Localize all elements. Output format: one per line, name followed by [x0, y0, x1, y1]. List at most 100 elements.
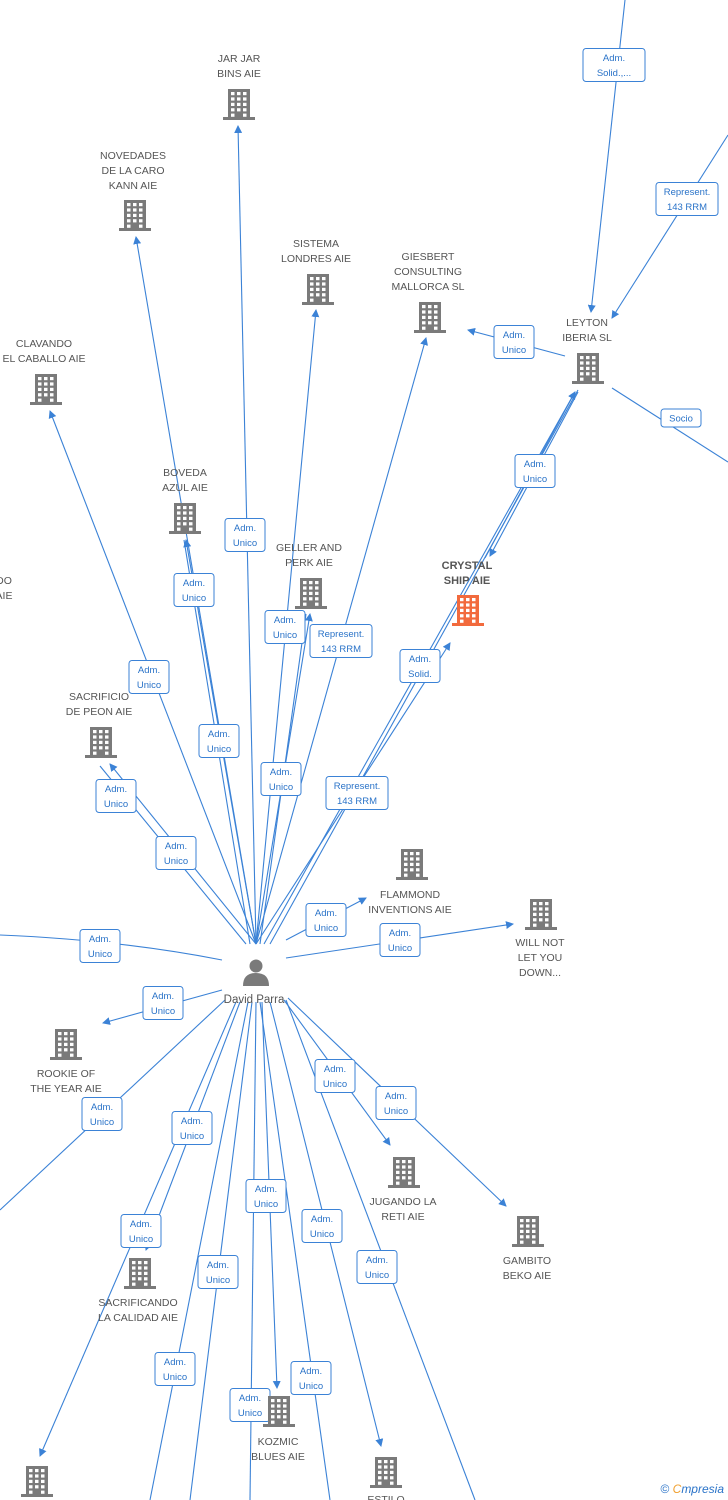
company-label-flammond[interactable]: INVENTIONS AIE	[368, 904, 451, 916]
company-label-jarjar[interactable]: JAR JAR	[218, 53, 261, 65]
giesbert-building-icon[interactable]	[414, 302, 446, 333]
company-label-boveda[interactable]: BOVEDA	[163, 467, 207, 479]
company-label-novedades[interactable]: DE LA CARO	[101, 165, 164, 177]
clavando-building-icon[interactable]	[30, 374, 62, 405]
flammond-building-icon[interactable]	[396, 849, 428, 880]
edge-label-e-low1[interactable]: Adm.Unico	[197, 1255, 239, 1289]
person-icon[interactable]	[243, 959, 269, 987]
company-label-jugando[interactable]: RETI AIE	[381, 1211, 424, 1223]
company-label-crystal[interactable]: SHIP AIE	[444, 575, 490, 587]
geller-building-icon[interactable]	[295, 578, 327, 609]
company-label-sacrificando[interactable]: LA CALIDAD AIE	[98, 1312, 178, 1324]
company-label-crystal[interactable]: CRYSTAL	[442, 560, 493, 572]
edge-label-e-clavando[interactable]: Adm.Unico	[128, 660, 170, 694]
company-label-gambito[interactable]: BEKO AIE	[503, 1270, 551, 1282]
company-label-sistema[interactable]: SISTEMA	[293, 238, 339, 250]
company-label-jugando[interactable]: JUGANDO LA	[369, 1196, 436, 1208]
company-label-sacrificio[interactable]: SACRIFICIO	[69, 691, 129, 703]
company-label-kozmic[interactable]: KOZMIC	[258, 1436, 299, 1448]
company-label-partial-do[interactable]: AIE	[0, 590, 12, 602]
company-label-giesbert[interactable]: MALLORCA SL	[392, 281, 465, 293]
company-label-clavando[interactable]: CLAVANDO	[16, 338, 72, 350]
edge-label-e-gambito[interactable]: Adm.Unico	[375, 1086, 417, 1120]
willnot-building-icon[interactable]	[525, 899, 557, 930]
edge-label-text: Unico	[502, 345, 526, 356]
company-label-geller[interactable]: GELLER AND	[276, 542, 342, 554]
company-label-sistema[interactable]: LONDRES AIE	[281, 253, 351, 265]
edge-label-e-kozmic2[interactable]: Adm.Unico	[301, 1209, 343, 1243]
edge-label-e-crystal-solid[interactable]: Adm.Solid.	[399, 649, 441, 683]
edge-label-e-jugando[interactable]: Adm.Unico	[314, 1059, 356, 1093]
jugando-building-icon[interactable]	[388, 1157, 420, 1188]
edge-label-e-estilo[interactable]: Adm.Unico	[356, 1250, 398, 1284]
company-label-clavando[interactable]: EL CABALLO AIE	[2, 353, 85, 365]
bottom-left-building-icon[interactable]	[21, 1466, 53, 1497]
company-label-leyton[interactable]: LEYTON	[566, 317, 608, 329]
company-label-leyton[interactable]: IBERIA SL	[562, 332, 612, 344]
company-label-partial-do[interactable]: DO	[0, 575, 12, 587]
person-name[interactable]: David Parra	[224, 994, 285, 1006]
rookie-building-icon[interactable]	[50, 1029, 82, 1060]
edge-label-e-sacrificio1[interactable]: Adm.Unico	[95, 779, 137, 813]
edge-label-e-rookie[interactable]: Adm.Unico	[142, 986, 184, 1020]
novedades-building-icon[interactable]	[119, 200, 151, 231]
crystal-building-icon[interactable]	[452, 595, 484, 626]
edge-label-e-crystal-leyton[interactable]: Adm.Unico	[514, 454, 556, 488]
company-label-flammond[interactable]: FLAMMOND	[380, 889, 441, 901]
company-label-willnot[interactable]: LET YOU	[518, 952, 563, 964]
edge-label-e-flammond[interactable]: Adm.Unico	[305, 903, 347, 937]
company-label-novedades[interactable]: NOVEDADES	[100, 150, 166, 162]
edge-label-e-crystal-rep[interactable]: Represent.143 RRM	[325, 776, 389, 810]
edge-label-e-kozmic1[interactable]: Adm.Unico	[245, 1179, 287, 1213]
company-label-rookie[interactable]: ROOKIE OF	[37, 1068, 95, 1080]
edge-label-box	[198, 724, 240, 758]
edge-label-e-leyton-socio[interactable]: Socio	[660, 408, 702, 428]
edge-label-e-novedades[interactable]: Adm.Unico	[173, 573, 215, 607]
edge-label-e-leyton-rep[interactable]: Represent.143 RRM	[655, 182, 719, 216]
edge-label-e-sacrificando1[interactable]: Adm.Unico	[171, 1111, 213, 1145]
edge-label-e-leyton-giesbert[interactable]: Adm.Unico	[493, 325, 535, 359]
edge-label-e-sacrificio2[interactable]: Adm.Unico	[155, 836, 197, 870]
company-label-kozmic[interactable]: BLUES AIE	[251, 1451, 305, 1463]
edge-label-e-rookie2[interactable]: Adm.Unico	[81, 1097, 123, 1131]
company-label-novedades[interactable]: KANN AIE	[109, 180, 157, 192]
sacrificio-building-icon[interactable]	[85, 727, 117, 758]
edge-label-e-sacrificando2[interactable]: Adm.Unico	[120, 1214, 162, 1248]
company-label-rookie[interactable]: THE YEAR AIE	[30, 1083, 102, 1095]
edge-label-e-left[interactable]: Adm.Unico	[79, 929, 121, 963]
edge-label-e-low3[interactable]: Adm.Unico	[290, 1361, 332, 1395]
company-label-jarjar[interactable]: BINS AIE	[217, 68, 261, 80]
kozmic-building-icon[interactable]	[263, 1396, 295, 1427]
edge-label-e-low4[interactable]: Adm.Unico	[229, 1388, 271, 1422]
edge-label-e-jarjar[interactable]: Adm.Unico	[224, 518, 266, 552]
company-label-gambito[interactable]: GAMBITO	[503, 1255, 551, 1267]
estilo-building-icon[interactable]	[370, 1457, 402, 1488]
jarjar-building-icon[interactable]	[223, 89, 255, 120]
edge-label-e-leyton-top[interactable]: Adm.Solid.,...	[582, 48, 646, 82]
edge-label-e-boveda[interactable]: Adm.Unico	[198, 724, 240, 758]
company-label-willnot[interactable]: WILL NOT	[515, 937, 565, 949]
company-label-giesbert[interactable]: CONSULTING	[394, 266, 462, 278]
edge-label-e-geller[interactable]: Adm.Unico	[264, 610, 306, 644]
sacrificando-building-icon[interactable]	[124, 1258, 156, 1289]
boveda-building-icon[interactable]	[169, 503, 201, 534]
company-label-willnot[interactable]: DOWN...	[519, 967, 561, 979]
leyton-building-icon[interactable]	[572, 353, 604, 384]
edge-label-e-willnot[interactable]: Adm.Unico	[379, 923, 421, 957]
edge-label-e-sistema[interactable]: Adm.Unico	[260, 762, 302, 796]
sistema-building-icon[interactable]	[302, 274, 334, 305]
company-label-giesbert[interactable]: GIESBERT	[402, 251, 455, 263]
edge-label-e-low2[interactable]: Adm.Unico	[154, 1352, 196, 1386]
edge-label-e-geller-rep[interactable]: Represent.143 RRM	[309, 624, 373, 658]
company-label-estilo[interactable]: ESTILO	[367, 1494, 404, 1500]
gambito-building-icon[interactable]	[512, 1216, 544, 1247]
edge-label-text: 143 RRM	[337, 796, 377, 807]
edge-low-b	[189, 1001, 253, 1500]
company-label-geller[interactable]: PERK AIE	[285, 557, 333, 569]
company-label-boveda[interactable]: AZUL AIE	[162, 482, 208, 494]
company-label-sacrificando[interactable]: SACRIFICANDO	[98, 1297, 177, 1309]
edge-label-text: Socio	[669, 414, 693, 425]
company-label-sacrificio[interactable]: DE PEON AIE	[66, 706, 133, 718]
edge-label-box	[95, 779, 137, 813]
edge-label-box	[155, 836, 197, 870]
